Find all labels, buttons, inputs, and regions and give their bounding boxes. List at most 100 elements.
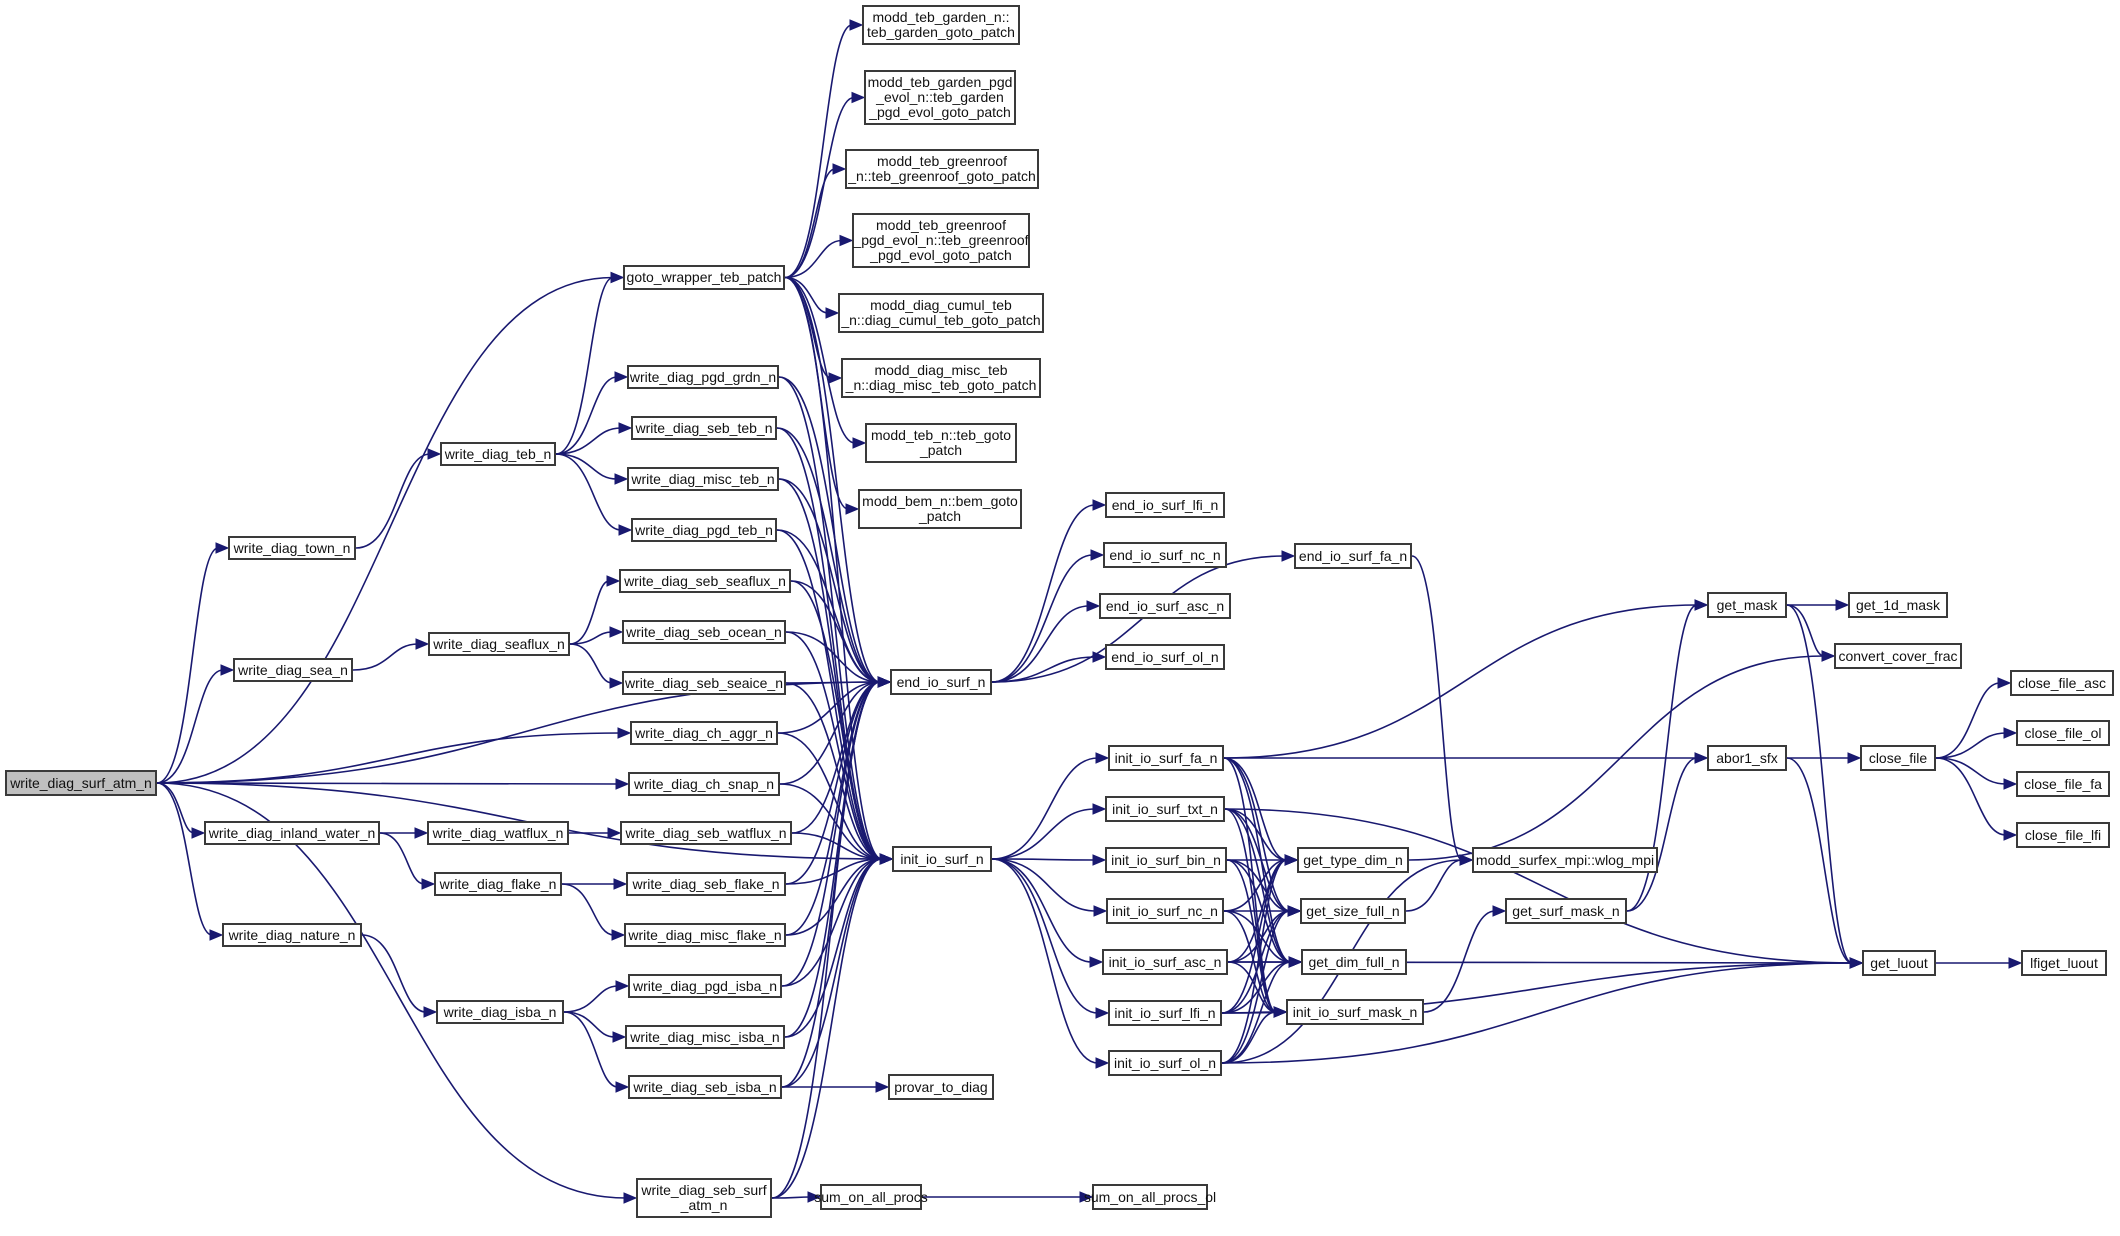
- node-closelfi[interactable]: close_file_lfi: [2016, 822, 2110, 848]
- node-tebgoto[interactable]: modd_teb_n::teb_goto _patch: [865, 423, 1017, 463]
- node-getsurfmask[interactable]: get_surf_mask_n: [1505, 898, 1627, 924]
- edge-initio-to-initol: [991, 858, 1099, 1064]
- node-pgdgrdn[interactable]: write_diag_pgd_grdn_n: [627, 365, 779, 389]
- node-miscteb[interactable]: write_diag_misc_teb_n: [627, 467, 779, 491]
- node-greenroof[interactable]: modd_teb_greenroof _n::teb_greenroof_got…: [845, 149, 1039, 189]
- edge-endio-to-endlfi: [991, 504, 1096, 683]
- node-convert[interactable]: convert_cover_frac: [1834, 643, 1962, 669]
- arrowhead-town-to-teb: [427, 448, 442, 460]
- arrowhead-goto-to-tebgoto: [852, 437, 867, 449]
- node-gardenpgd[interactable]: modd_teb_garden_pgd _evol_n::teb_garden …: [864, 70, 1016, 125]
- arrowhead-endio-to-endol: [1092, 651, 1107, 663]
- node-root[interactable]: write_diag_surf_atm_n: [5, 770, 157, 796]
- node-initfa[interactable]: init_io_surf_fa_n: [1108, 745, 1224, 771]
- edge-initlfi-to-gettype: [1221, 859, 1288, 1014]
- node-chsnap[interactable]: write_diag_ch_snap_n: [628, 772, 780, 796]
- node-initmask[interactable]: init_io_surf_mask_n: [1286, 999, 1424, 1025]
- node-closeasc[interactable]: close_file_asc: [2010, 670, 2114, 696]
- node-cumul[interactable]: modd_diag_cumul_teb _n::diag_cumul_teb_g…: [838, 293, 1044, 333]
- arrowhead-closefile-to-closelfi: [2003, 829, 2018, 841]
- edge-teb-to-pgdgrdn: [555, 376, 618, 455]
- node-town[interactable]: write_diag_town_n: [228, 536, 356, 560]
- node-sebflake[interactable]: write_diag_seb_flake_n: [626, 872, 786, 896]
- node-flake[interactable]: write_diag_flake_n: [434, 872, 562, 896]
- node-closeol[interactable]: close_file_ol: [2016, 720, 2110, 746]
- edge-initio-to-initnc: [991, 858, 1097, 912]
- node-lfiget[interactable]: lfiget_luout: [2021, 950, 2107, 976]
- node-endfa[interactable]: end_io_surf_fa_n: [1294, 543, 1412, 569]
- arrowhead-goto-to-greenroof: [832, 163, 847, 175]
- node-sebteb[interactable]: write_diag_seb_teb_n: [631, 416, 777, 440]
- node-getdim[interactable]: get_dim_full_n: [1301, 949, 1407, 975]
- node-sebsurf[interactable]: write_diag_seb_surf _atm_n: [636, 1178, 772, 1218]
- node-inittxt[interactable]: init_io_surf_txt_n: [1105, 796, 1225, 822]
- node-teb[interactable]: write_diag_teb_n: [440, 442, 556, 466]
- edge-miscteb-to-endio: [778, 478, 881, 683]
- node-endnc[interactable]: end_io_surf_nc_n: [1103, 542, 1227, 568]
- node-sebisba[interactable]: write_diag_seb_isba_n: [628, 1075, 782, 1099]
- edge-getmask-to-convert: [1786, 604, 1825, 657]
- node-endol[interactable]: end_io_surf_ol_n: [1105, 644, 1225, 670]
- node-endlfi[interactable]: end_io_surf_lfi_n: [1105, 492, 1225, 518]
- node-endio[interactable]: end_io_surf_n: [890, 669, 992, 695]
- edge-sebsurf-to-initio: [771, 858, 883, 1199]
- arrowhead-root-to-nature: [209, 929, 224, 941]
- edge-goto-to-initio: [784, 276, 883, 860]
- node-sebocean[interactable]: write_diag_seb_ocean_n: [622, 620, 786, 644]
- node-initio[interactable]: init_io_surf_n: [892, 846, 992, 872]
- edge-closefile-to-closefa: [1935, 757, 2007, 785]
- node-closefile[interactable]: close_file: [1860, 745, 1936, 771]
- node-chaggr[interactable]: write_diag_ch_aggr_n: [630, 721, 778, 745]
- node-gettype[interactable]: get_type_dim_n: [1297, 847, 1409, 873]
- arrowhead-isba-to-miscisba: [612, 1031, 627, 1043]
- edge-teb-to-goto: [555, 276, 614, 455]
- edge-initol-to-getdim: [1221, 961, 1292, 1064]
- node-endasc[interactable]: end_io_surf_asc_n: [1099, 593, 1231, 619]
- arrowhead-watflux-to-sebwatflux: [607, 827, 622, 839]
- edge-chsnap-to-endio: [779, 681, 881, 785]
- edge-initlfi-to-getsize: [1221, 910, 1291, 1014]
- node-provar[interactable]: provar_to_diag: [888, 1074, 994, 1100]
- node-seaflux[interactable]: write_diag_seaflux_n: [428, 632, 570, 656]
- node-isba[interactable]: write_diag_isba_n: [436, 1000, 564, 1024]
- node-initol[interactable]: init_io_surf_ol_n: [1108, 1050, 1222, 1076]
- node-initasc[interactable]: init_io_surf_asc_n: [1102, 949, 1228, 975]
- edge-root-to-chsnap: [156, 782, 619, 785]
- node-pgdisba[interactable]: write_diag_pgd_isba_n: [628, 974, 782, 998]
- node-pgdteb[interactable]: write_diag_pgd_teb_n: [631, 518, 777, 542]
- arrowhead-sea-to-seaflux: [415, 638, 430, 650]
- node-sebseaflux[interactable]: write_diag_seb_seaflux_n: [619, 569, 791, 593]
- node-sumall[interactable]: sum_on_all_procs: [814, 1184, 928, 1210]
- node-sebseaice[interactable]: write_diag_seb_seaice_n: [622, 671, 786, 695]
- node-greenroofpgd[interactable]: modd_teb_greenroof _pgd_evol_n::teb_gree…: [852, 213, 1030, 268]
- arrowhead-isba-to-pgdisba: [615, 980, 630, 992]
- node-sea[interactable]: write_diag_sea_n: [233, 658, 353, 682]
- node-garden[interactable]: modd_teb_garden_n:: teb_garden_goto_patc…: [862, 5, 1020, 45]
- node-getsize[interactable]: get_size_full_n: [1300, 898, 1406, 924]
- node-get1d[interactable]: get_1d_mask: [1848, 592, 1948, 618]
- arrowhead-initio-to-initnc: [1093, 905, 1108, 917]
- node-wlog[interactable]: modd_surfex_mpi::wlog_mpi: [1472, 847, 1658, 873]
- node-getmask[interactable]: get_mask: [1707, 592, 1787, 618]
- node-initlfi[interactable]: init_io_surf_lfi_n: [1108, 1000, 1222, 1026]
- node-bem[interactable]: modd_bem_n::bem_goto _patch: [858, 489, 1022, 529]
- node-miscisba[interactable]: write_diag_misc_isba_n: [625, 1025, 785, 1049]
- edge-sebseaice-to-endio: [785, 681, 881, 684]
- node-goto[interactable]: goto_wrapper_teb_patch: [623, 265, 785, 290]
- node-initbin[interactable]: init_io_surf_bin_n: [1105, 847, 1227, 873]
- node-miscflake[interactable]: write_diag_misc_flake_n: [624, 923, 786, 947]
- node-watflux[interactable]: write_diag_watflux_n: [427, 821, 569, 845]
- edge-initol-to-getluout: [1221, 962, 1853, 1064]
- node-inland[interactable]: write_diag_inland_water_n: [204, 821, 380, 845]
- node-abor[interactable]: abor1_sfx: [1707, 745, 1787, 771]
- node-sebwatflux[interactable]: write_diag_seb_watflux_n: [620, 821, 792, 845]
- node-nature[interactable]: write_diag_nature_n: [222, 923, 362, 947]
- node-closefa[interactable]: close_file_fa: [2016, 771, 2110, 797]
- arrowhead-sebisba-to-provar: [875, 1081, 890, 1093]
- node-getluout[interactable]: get_luout: [1862, 950, 1936, 976]
- node-miscdiag[interactable]: modd_diag_misc_teb _n::diag_misc_teb_got…: [841, 358, 1041, 398]
- arrowhead-teb-to-goto: [610, 271, 625, 284]
- node-sumallol[interactable]: sum_on_all_procs_ol: [1084, 1184, 1216, 1210]
- edge-miscflake-to-initio: [785, 858, 883, 936]
- node-initnc[interactable]: init_io_surf_nc_n: [1106, 898, 1224, 924]
